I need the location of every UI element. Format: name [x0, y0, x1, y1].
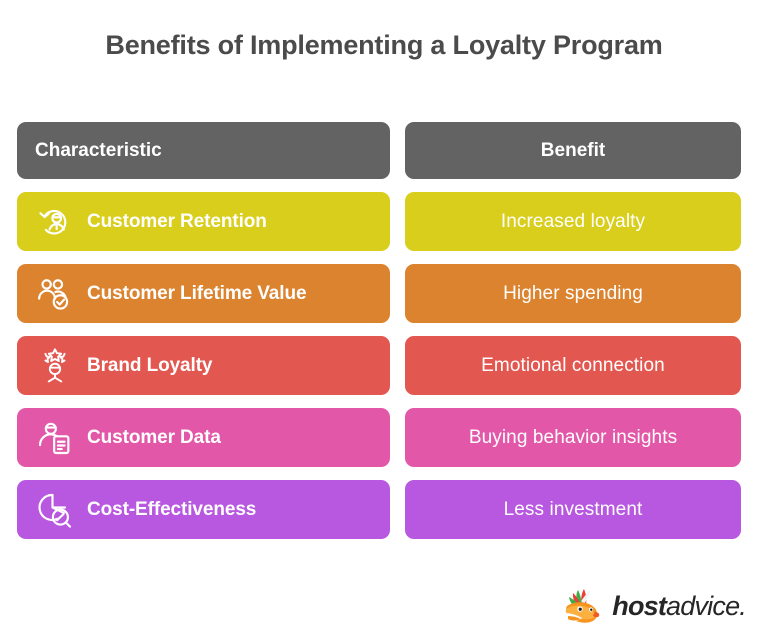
- benefit-label: Emotional connection: [481, 354, 665, 376]
- person-stars-icon: [35, 346, 75, 386]
- benefit-label: Buying behavior insights: [468, 426, 678, 448]
- table-row: Brand Loyalty Emotional connection: [17, 336, 741, 395]
- fox-mascot-icon: [558, 587, 604, 625]
- table-row: Customer Data Buying behavior insights: [17, 408, 741, 467]
- benefit-cell: Less investment: [405, 480, 741, 539]
- characteristic-cell: Customer Data: [17, 408, 390, 467]
- benefit-label: Less investment: [503, 498, 643, 520]
- header-cell-benefit: Benefit: [405, 122, 741, 179]
- characteristic-cell: Brand Loyalty: [17, 336, 390, 395]
- characteristic-cell: Customer Retention: [17, 192, 390, 251]
- table-header-row: Characteristic Benefit: [17, 122, 741, 179]
- characteristic-label: Customer Retention: [87, 210, 267, 232]
- logo-advice-text: advice.: [666, 590, 747, 621]
- person-return-arrow-icon: [35, 202, 75, 242]
- header-cell-characteristic: Characteristic: [17, 122, 390, 179]
- logo-host-text: host: [612, 590, 667, 621]
- header-label-benefit: Benefit: [540, 139, 606, 161]
- characteristic-label: Customer Lifetime Value: [87, 282, 307, 304]
- benefit-cell: Emotional connection: [405, 336, 741, 395]
- benefit-label: Higher spending: [503, 282, 643, 304]
- characteristic-cell: Cost-Effectiveness: [17, 480, 390, 539]
- hostadvice-logo[interactable]: hostadvice.: [558, 587, 747, 625]
- benefit-cell: Higher spending: [405, 264, 741, 323]
- table-row: Customer Retention Increased loyalty: [17, 192, 741, 251]
- benefits-table: Characteristic Benefit: [17, 122, 741, 552]
- characteristic-label: Customer Data: [87, 426, 221, 448]
- benefit-label: Increased loyalty: [500, 210, 646, 232]
- characteristic-label: Cost-Effectiveness: [87, 498, 257, 520]
- characteristic-cell: Customer Lifetime Value: [17, 264, 390, 323]
- person-document-icon: [35, 418, 75, 458]
- table-row: Customer Lifetime Value Higher spending: [17, 264, 741, 323]
- table-row: Cost-Effectiveness Less investment: [17, 480, 741, 539]
- two-people-check-icon: [35, 274, 75, 314]
- header-label-characteristic: Characteristic: [35, 139, 162, 161]
- logo-wordmark: hostadvice.: [612, 590, 747, 622]
- characteristic-label: Brand Loyalty: [87, 354, 213, 376]
- page-title: Benefits of Implementing a Loyalty Progr…: [105, 30, 663, 60]
- pie-chart-magnifier-icon: [35, 490, 75, 530]
- benefit-cell: Buying behavior insights: [405, 408, 741, 467]
- benefit-cell: Increased loyalty: [405, 192, 741, 251]
